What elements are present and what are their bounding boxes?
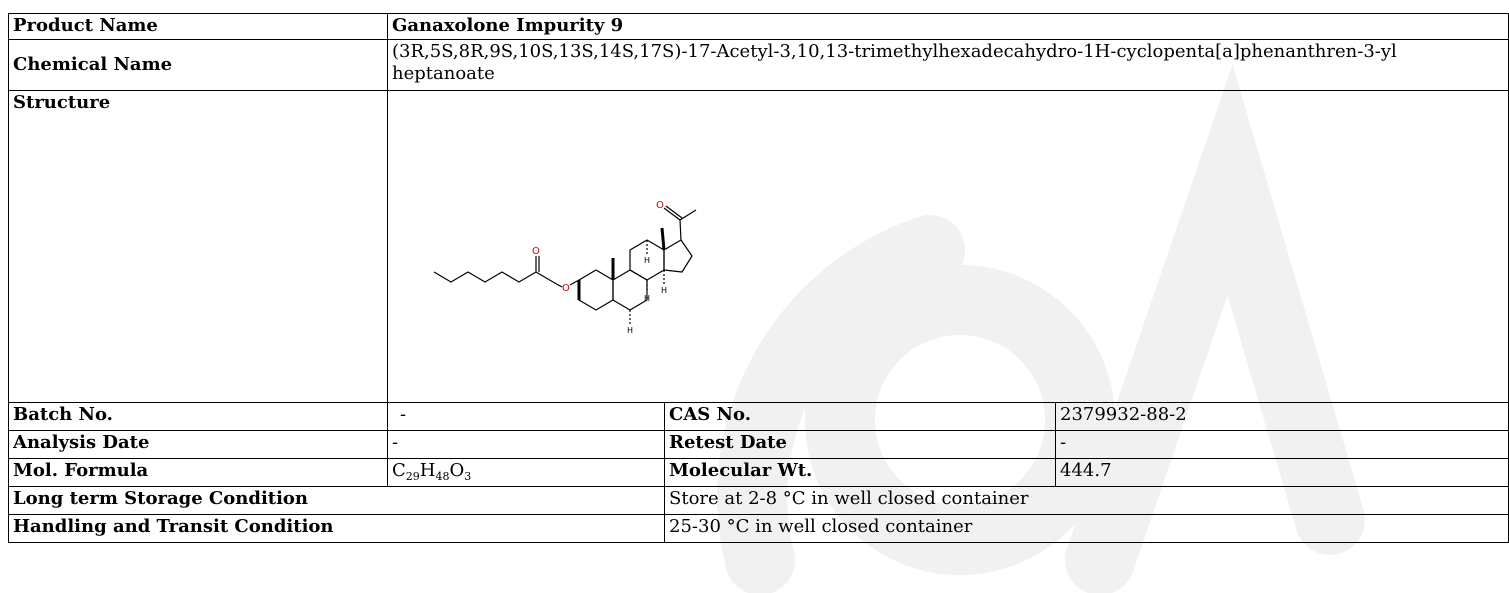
product-name-value: Ganaxolone Impurity 9 <box>386 13 1509 40</box>
cas-value: 2379932-88-2 <box>1054 402 1509 431</box>
structure-row: Structure <box>8 90 1509 403</box>
batch-label: Batch No. <box>8 402 388 431</box>
batch-row: Batch No. - CAS No. 2379932-88-2 <box>8 402 1509 431</box>
handling-value: 25-30 °C in well closed container <box>663 514 1509 543</box>
chemical-name-value: (3R,5S,8R,9S,10S,13S,14S,17S)-17-Acetyl-… <box>386 39 1509 91</box>
product-name-row: Product Name Ganaxolone Impurity 9 <box>8 13 1509 40</box>
mol-formula-label: Mol. Formula <box>8 458 388 487</box>
retest-date-value: - <box>1054 430 1509 459</box>
batch-value: - <box>387 402 665 431</box>
h14-label: H <box>661 286 667 295</box>
analysis-date-label: Analysis Date <box>8 430 388 459</box>
handling-label: Handling and Transit Condition <box>8 514 665 543</box>
mol-wt-value: 444.7 <box>1054 458 1509 487</box>
formula-o: O <box>449 460 465 481</box>
product-name-label: Product Name <box>8 13 388 40</box>
formula-c-count: 29 <box>405 470 420 483</box>
storage-value: Store at 2-8 °C in well closed container <box>663 486 1509 515</box>
ester-carbonyl-o-label: O <box>532 246 540 257</box>
analysis-date-row: Analysis Date - Retest Date - <box>8 430 1509 459</box>
analysis-date-value: - <box>387 430 665 459</box>
h8-label: H <box>644 294 650 303</box>
formula-c: C <box>392 460 406 481</box>
mol-wt-label: Molecular Wt. <box>664 458 1056 487</box>
handling-row: Handling and Transit Condition 25-30 °C … <box>8 514 1509 543</box>
structure-label: Structure <box>8 90 388 403</box>
formula-o-count: 3 <box>464 470 472 483</box>
formula-h-count: 48 <box>435 470 450 483</box>
ketone-o-label: O <box>656 200 664 211</box>
coa-table: Product Name Ganaxolone Impurity 9 Chemi… <box>8 13 1509 543</box>
cas-label: CAS No. <box>664 402 1056 431</box>
storage-label: Long term Storage Condition <box>8 486 665 515</box>
chemical-structure-image: O O O H H H H <box>433 200 697 335</box>
structure-cell: O O O H H H H <box>386 90 1509 403</box>
chemical-name-label: Chemical Name <box>8 39 388 91</box>
h5-label: H <box>627 326 633 335</box>
retest-date-label: Retest Date <box>664 430 1056 459</box>
formula-h: H <box>419 460 436 481</box>
chemical-name-row: Chemical Name (3R,5S,8R,9S,10S,13S,14S,1… <box>8 39 1509 91</box>
mol-formula-value: C29H48O3 <box>387 458 665 487</box>
storage-row: Long term Storage Condition Store at 2-8… <box>8 486 1509 515</box>
ester-o-label: O <box>562 283 570 294</box>
h9-label: H <box>644 256 650 265</box>
formula-row: Mol. Formula C29H48O3 Molecular Wt. 444.… <box>8 458 1509 487</box>
